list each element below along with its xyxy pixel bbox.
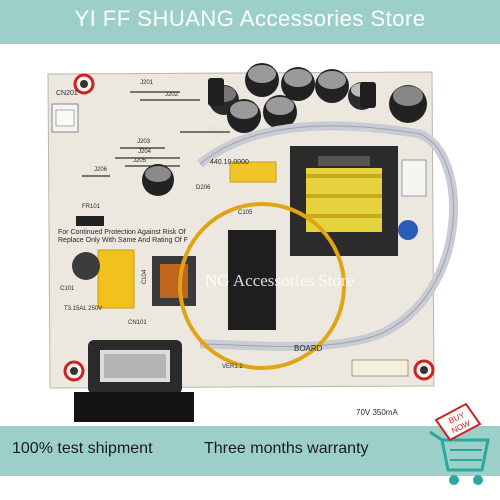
label-c105: C105 (238, 210, 253, 216)
ac-inlet (74, 340, 194, 422)
warning-line-2: Replace Only With Same And Rating Of F (58, 237, 188, 244)
yellow-wire-loop (178, 202, 346, 370)
bottom-banner: 100% test shipment Three months warranty (0, 426, 500, 476)
sticker-text: 70V 350mA (356, 408, 398, 417)
label-j204: J204 (138, 149, 152, 155)
label-j205: J205 (133, 158, 147, 164)
label-fr101: FR101 (82, 204, 101, 210)
label-j206: J206 (94, 167, 108, 173)
blue-capacitor (398, 220, 418, 240)
label-j201: J201 (140, 80, 154, 86)
warranty-text: Three months warranty (204, 440, 369, 457)
thermistor (72, 252, 100, 280)
label-j202: J202 (165, 92, 179, 98)
store-title: YI FF SHUANG Accessories Store (74, 6, 426, 31)
c105-component (228, 230, 276, 330)
top-capacitors (142, 63, 427, 196)
label-c101: C101 (60, 286, 75, 292)
diode-fr101 (76, 216, 104, 226)
label-c104: C104 (142, 269, 149, 285)
label-fuse: T3.15AL 250V (64, 306, 103, 312)
mounting-holes (63, 73, 435, 382)
yellow-capacitor (229, 161, 277, 183)
buy-now-badge[interactable] (420, 396, 500, 500)
pcb-traces (82, 91, 230, 177)
label-d206: D206 (196, 185, 211, 191)
output-connector (401, 159, 427, 197)
top-banner: YI FF SHUANG Accessories Store (0, 0, 500, 44)
watermark: NG Accessories Store (205, 271, 355, 290)
test-shipment-text: 100% test shipment (12, 440, 153, 457)
buy-tag-icon (434, 402, 482, 442)
label-capacitor-code: 440.10.0000 (210, 159, 249, 166)
label-j203: J203 (137, 139, 151, 145)
label-cn201: CN201 (56, 90, 78, 97)
x-capacitor (97, 249, 135, 309)
cap-hxd-right: HXD (361, 128, 372, 134)
product-photo: CN201 J201 J202 J203 J204 J205 J206 D206… (0, 44, 500, 426)
label-cn101: CN101 (128, 320, 147, 326)
cap-hxd-left: HXD (209, 126, 220, 132)
transformer (290, 146, 398, 256)
label-board: BOARD (294, 344, 323, 353)
label-version: VER1.2 (222, 364, 243, 370)
rating-sticker (351, 359, 409, 377)
cart-icon (440, 438, 490, 472)
power-board-image (47, 63, 459, 422)
warning-line-1: For Continued Protection Against Risk Of (58, 229, 186, 236)
